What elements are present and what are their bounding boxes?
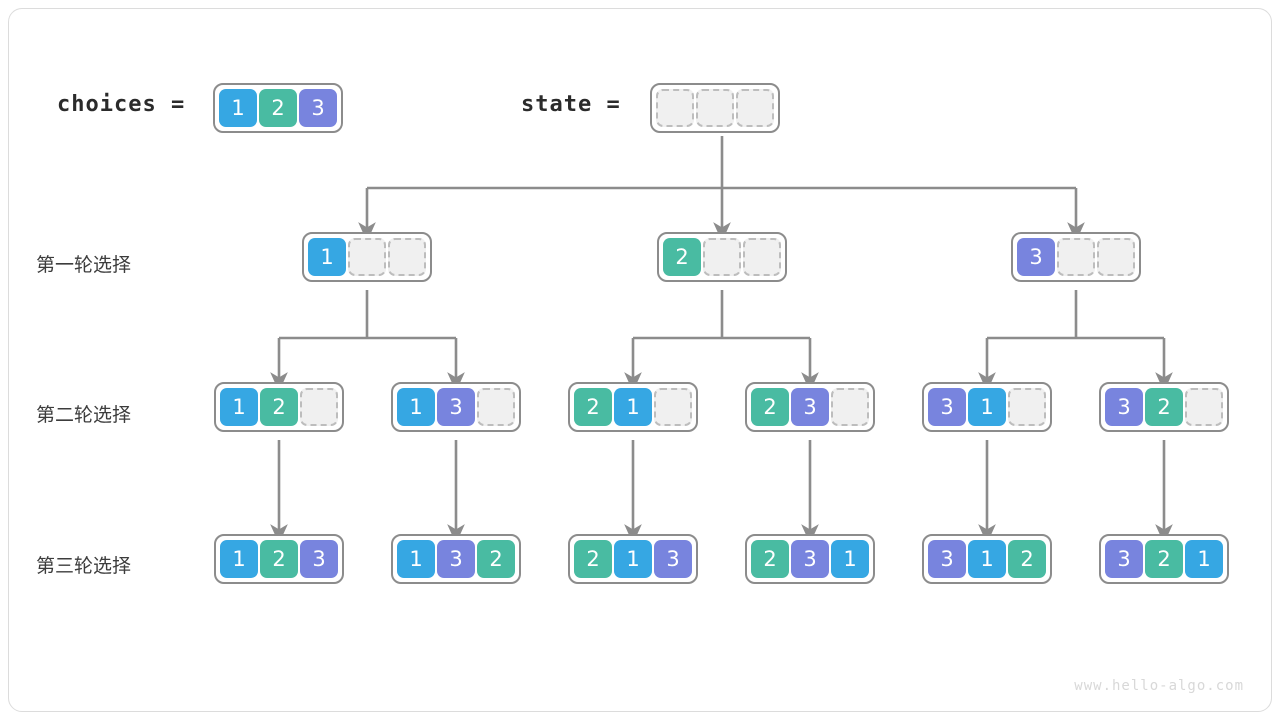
state-cell-round-3-4-0: 2 <box>751 540 789 578</box>
choices-array: 1 2 3 <box>213 83 343 133</box>
choices-cell-0: 1 <box>219 89 257 127</box>
state-cell-round-3-3-0: 2 <box>574 540 612 578</box>
state-cell-round-2-6-2 <box>1185 388 1223 426</box>
state-cell-round-2-3-0: 2 <box>574 388 612 426</box>
state-cell-1 <box>696 89 734 127</box>
state-cell-round-3-4-2: 1 <box>831 540 869 578</box>
state-cell-round-2-6-1: 2 <box>1145 388 1183 426</box>
choices-cell-1: 2 <box>259 89 297 127</box>
state-cell-round-2-2-2 <box>477 388 515 426</box>
state-cell-round-3-5-1: 1 <box>968 540 1006 578</box>
state-label: state = <box>521 92 621 117</box>
state-cell-round-1-3-0: 3 <box>1017 238 1055 276</box>
state-node-round-1-3: 3 <box>1011 232 1141 282</box>
state-cell-round-3-6-1: 2 <box>1145 540 1183 578</box>
state-node-round-1-2: 2 <box>657 232 787 282</box>
state-cell-round-2-2-0: 1 <box>397 388 435 426</box>
row-label-round-2: 第二轮选择 <box>36 404 132 426</box>
state-cell-round-2-5-1: 1 <box>968 388 1006 426</box>
state-cell-round-2-2-1: 3 <box>437 388 475 426</box>
state-cell-round-1-2-0: 2 <box>663 238 701 276</box>
state-cell-round-2-5-0: 3 <box>928 388 966 426</box>
state-cell-round-1-1-1 <box>348 238 386 276</box>
state-cell-round-3-2-1: 3 <box>437 540 475 578</box>
watermark: www.hello-algo.com <box>1074 678 1244 694</box>
state-cell-round-3-2-2: 2 <box>477 540 515 578</box>
state-cell-round-2-4-2 <box>831 388 869 426</box>
state-cell-round-3-1-0: 1 <box>220 540 258 578</box>
figure-frame <box>8 8 1272 712</box>
state-cell-round-3-1-2: 3 <box>300 540 338 578</box>
state-cell-round-2-4-0: 2 <box>751 388 789 426</box>
state-cell-round-2-1-0: 1 <box>220 388 258 426</box>
state-cell-round-1-3-1 <box>1057 238 1095 276</box>
state-cell-round-2-1-1: 2 <box>260 388 298 426</box>
state-cell-round-3-3-2: 3 <box>654 540 692 578</box>
state-cell-round-1-2-1 <box>703 238 741 276</box>
state-cell-round-2-3-2 <box>654 388 692 426</box>
state-node-round-1-1: 1 <box>302 232 432 282</box>
choices-cell-2: 3 <box>299 89 337 127</box>
state-cell-round-2-4-1: 3 <box>791 388 829 426</box>
state-array <box>650 83 780 133</box>
state-cell-round-3-4-1: 3 <box>791 540 829 578</box>
state-cell-round-2-1-2 <box>300 388 338 426</box>
state-cell-round-3-6-0: 3 <box>1105 540 1143 578</box>
state-cell-round-3-5-2: 2 <box>1008 540 1046 578</box>
state-cell-round-2-5-2 <box>1008 388 1046 426</box>
row-label-round-3: 第三轮选择 <box>36 555 132 577</box>
state-cell-round-3-5-0: 3 <box>928 540 966 578</box>
state-cell-round-3-6-2: 1 <box>1185 540 1223 578</box>
row-label-round-1: 第一轮选择 <box>36 254 132 276</box>
state-cell-round-3-1-1: 2 <box>260 540 298 578</box>
choices-label: choices = <box>57 92 186 117</box>
state-cell-round-1-1-2 <box>388 238 426 276</box>
state-cell-round-3-2-0: 1 <box>397 540 435 578</box>
state-cell-round-3-3-1: 1 <box>614 540 652 578</box>
state-cell-2 <box>736 89 774 127</box>
state-cell-round-2-6-0: 3 <box>1105 388 1143 426</box>
state-cell-round-1-2-2 <box>743 238 781 276</box>
state-cell-round-1-1-0: 1 <box>308 238 346 276</box>
state-cell-0 <box>656 89 694 127</box>
state-cell-round-2-3-1: 1 <box>614 388 652 426</box>
state-cell-round-1-3-2 <box>1097 238 1135 276</box>
